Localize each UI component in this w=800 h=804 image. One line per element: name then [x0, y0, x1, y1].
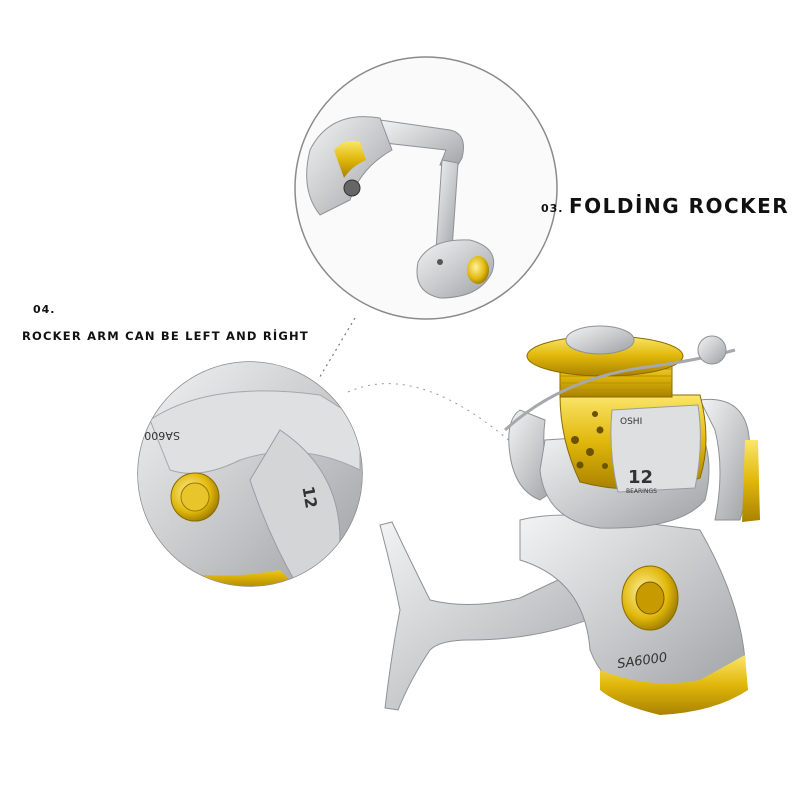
side-model-print: SA6000 — [137, 429, 180, 442]
side-bearing-print: 12 — [298, 485, 321, 510]
reel-bearing-word: BEARINGS — [626, 488, 657, 495]
callout-04-caption: ROCKER ARM CAN BE LEFT AND RİGHT — [22, 329, 309, 343]
reel-model-print: SA6000 — [616, 650, 668, 672]
callout-04-number: 04. — [33, 303, 56, 316]
connector-line — [317, 317, 356, 381]
reel-bearing-count: 12 — [628, 467, 653, 488]
zoom-circle-arm-side: SA6000 12 — [137, 361, 363, 587]
main-reel: 12 BEARINGS OSHI SA6000 — [379, 325, 760, 715]
reel-brand-print: OSHI — [620, 417, 642, 427]
callout-03-title: FOLDİNG ROCKER — [569, 194, 790, 218]
zoom-circle-folding-handle — [294, 56, 558, 320]
callout-03-number: 03. — [541, 202, 564, 215]
connector-line — [347, 383, 521, 451]
